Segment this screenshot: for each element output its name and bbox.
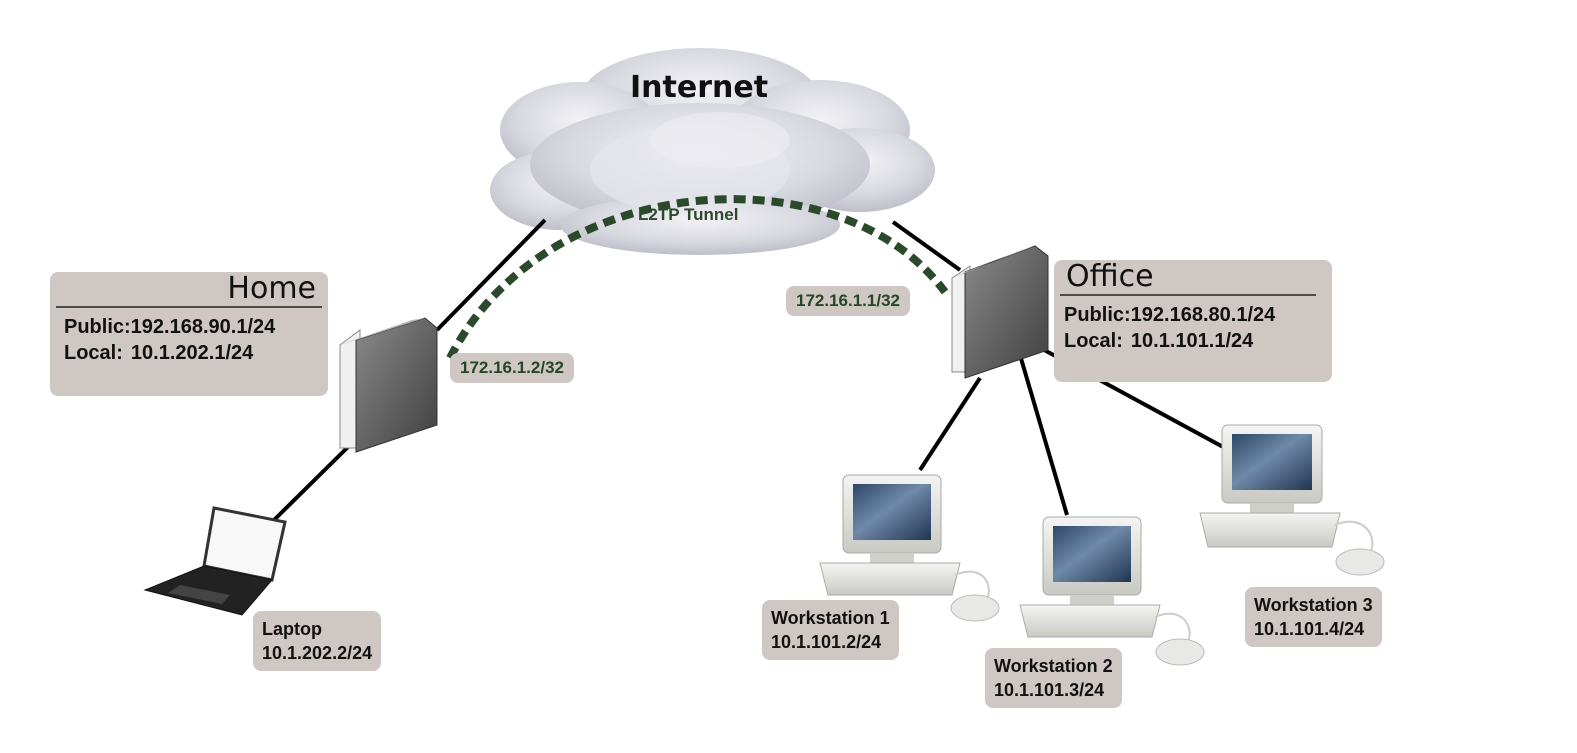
office-public-key: Public: <box>1064 304 1131 326</box>
workstation-2-ip: 10.1.101.3/24 <box>994 680 1105 700</box>
office-tunnel-ip: 172.16.1.1/32 <box>786 286 910 316</box>
internet-label: Internet <box>630 70 769 105</box>
office-local-ip: 10.1.101.1/24 <box>1130 330 1254 352</box>
laptop-label: Laptop 10.1.202.2/24 <box>253 611 382 671</box>
link-office-ws1 <box>918 376 982 472</box>
laptop-ip: 10.1.202.2/24 <box>262 643 373 663</box>
office-local-key: Local: <box>1064 330 1123 352</box>
home-local-row: Local: 10.1.202.1/24 <box>50 340 328 366</box>
home-title-divider <box>56 306 322 308</box>
home-router-icon <box>339 317 438 453</box>
tunnel-label: L2TP Tunnel <box>638 205 739 224</box>
workstation-2-icon <box>1019 516 1205 666</box>
l2tp-tunnel-path <box>446 195 949 360</box>
workstation-1-name: Workstation 1 <box>771 608 890 628</box>
workstation-1-ip: 10.1.101.2/24 <box>771 632 882 652</box>
home-local-ip: 10.1.202.1/24 <box>130 342 254 364</box>
home-title: Home <box>227 271 316 306</box>
laptop-name: Laptop <box>262 619 322 639</box>
workstation-1-label: Workstation 1 10.1.101.2/24 <box>762 600 899 660</box>
workstation-3-name: Workstation 3 <box>1254 595 1373 615</box>
link-home-internet <box>435 218 547 332</box>
link-office-ws2 <box>1018 354 1069 516</box>
home-local-key: Local: <box>64 342 123 364</box>
workstation-3-ip: 10.1.101.4/24 <box>1254 619 1365 639</box>
office-public-ip: 192.168.80.1/24 <box>1130 304 1276 326</box>
home-public-ip: 192.168.90.1/24 <box>130 316 276 338</box>
workstation-3-label: Workstation 3 10.1.101.4/24 <box>1245 587 1382 647</box>
workstation-2-name: Workstation 2 <box>994 656 1113 676</box>
office-local-row: Local: 10.1.101.1/24 <box>1054 328 1332 354</box>
workstation-3-icon <box>1199 424 1385 576</box>
home-site-box: Home Public:192.168.90.1/24 Local: 10.1.2… <box>50 272 328 396</box>
home-tunnel-ip: 172.16.1.2/32 <box>450 353 574 383</box>
home-public-row: Public:192.168.90.1/24 <box>50 314 328 340</box>
link-office-internet <box>891 220 962 272</box>
office-site-box: Office Public:192.168.80.1/24 Local: 10.1… <box>1054 260 1332 382</box>
office-public-row: Public:192.168.80.1/24 <box>1054 302 1332 328</box>
home-public-key: Public: <box>64 316 131 338</box>
office-title: Office <box>1066 259 1154 294</box>
office-router-icon <box>951 245 1049 379</box>
office-title-divider <box>1060 294 1316 296</box>
workstation-1-icon <box>819 474 1000 622</box>
link-home-laptop <box>270 443 352 524</box>
laptop-icon <box>143 506 287 616</box>
internet-cloud-icon <box>490 48 935 255</box>
workstation-2-label: Workstation 2 10.1.101.3/24 <box>985 648 1122 708</box>
